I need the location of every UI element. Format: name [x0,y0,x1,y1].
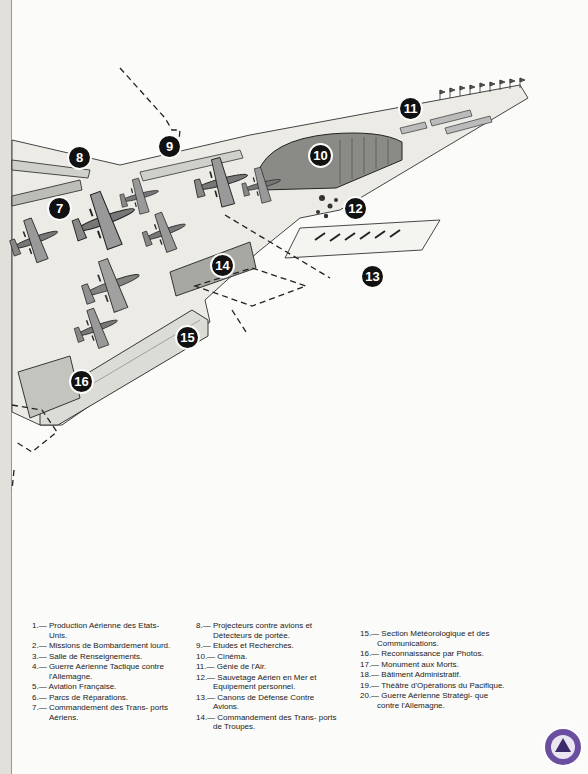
ground-platform [12,85,528,425]
page-fold [0,0,11,774]
building [170,242,256,296]
callout-circle: 13 [360,264,385,289]
callout-number: 14 [215,259,229,272]
key-entry: 1.— Production Aérienne des Etats-Unis. [32,621,174,640]
key-entry: 19.— Théâtre d'Opérations du Pacifique. [360,681,510,691]
key-entry: 8.— Projecteurs contre avions et Détecte… [196,621,342,640]
key-entry: 20.— Guerre Aérienne Stratégi- que contr… [360,691,510,710]
aircraft [4,152,285,355]
key-entry: 10.— Cinéma. [196,652,342,662]
key-entry: 7.— Commandement des Trans- ports Aérien… [32,703,174,722]
callout-circle: 11 [398,96,423,121]
key-entry: 6.— Parcs de Réparations. [32,693,174,703]
callout-number: 7 [56,202,63,215]
key-entry: 17.— Monument aux Morts. [360,660,510,670]
key-entry: 11.— Génie de l'Air. [196,662,342,672]
key-entry: 4.— Guerre Aérienne Tactique contre l'Al… [32,662,174,681]
callout-circle: 7 [47,196,72,221]
emblem [544,728,582,766]
hangar-hatching [340,137,388,184]
key-entry: 14.— Commandement des Trans- ports de Tr… [196,713,342,732]
callout-number: 11 [404,102,418,115]
aa-guns [315,230,400,241]
flag-row [440,78,525,100]
key-entry: 16.— Reconnaissance par Photos. [360,649,510,659]
callout-circle: 8 [67,145,92,170]
callout-number: 15 [180,331,194,344]
callout-number: 16 [74,375,88,388]
dashed-path [12,68,330,490]
key-entry: 13.— Canons de Défense Contre Avions. [196,693,342,712]
callout-number: 9 [166,140,173,153]
callout-circle: 9 [157,134,182,159]
callout-number: 8 [76,151,83,164]
gun-platform [285,220,440,258]
building [12,180,82,206]
shoreline [316,195,338,218]
callout-circle: 10 [308,143,333,168]
key-entry: 12.— Sauvetage Aérien en Mer et Equipeme… [196,673,342,692]
key-entry: 15.— Section Météorologique et des Commu… [360,629,510,648]
key-entry: 5.— Aviation Française. [32,682,174,692]
callout-circle: 12 [343,196,368,221]
key-entry: 9.— Etudes et Recherches. [196,641,342,651]
callout-number: 10 [313,149,327,162]
key-entry: 18.— Bâtiment Administratif. [360,670,510,680]
callout-number: 12 [348,202,362,215]
key-entry: 3.— Salle de Renseignements. [32,652,174,662]
callout-circle: 16 [69,369,94,394]
callout-circle: 14 [210,253,235,278]
key-entry: 2.— Missions de Bombardement lourd. [32,641,174,651]
callout-number: 13 [365,270,379,283]
callout-circle: 15 [175,325,200,350]
building [140,150,243,181]
